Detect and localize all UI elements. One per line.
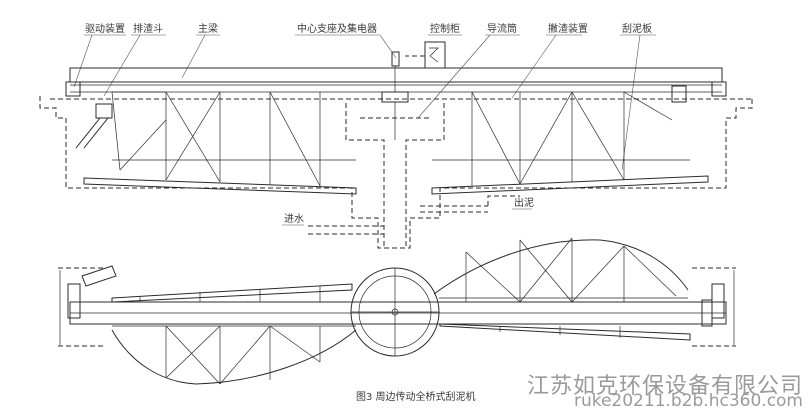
label-drive: 驱动装置	[85, 22, 125, 35]
section-view: 驱动装置 排渣斗 主梁 中心支座及集电器 控制柜 导流筒 撇渣装置 刮泥板	[39, 22, 753, 249]
label-inlet: 进水	[284, 213, 304, 225]
label-guide-cylinder: 导流筒	[487, 22, 517, 35]
label-control-cabinet: 控制柜	[430, 22, 460, 35]
label-scum-hopper: 排渣斗	[133, 22, 163, 35]
label-sludge-outlet: 出泥	[514, 196, 534, 209]
figure-caption: 图3 周边传动全桥式刮泥机	[356, 390, 476, 403]
plan-view: 图3 周边传动全桥式刮泥机	[58, 237, 736, 403]
watermark-company: 江苏如克环保设备有限公司	[526, 374, 803, 399]
label-skimmer: 撇渣装置	[548, 22, 588, 35]
label-scraper-blade: 刮泥板	[622, 22, 652, 35]
label-main-beam: 主梁	[198, 22, 218, 35]
watermark-url: ruke20211.b2b.hc360.com	[573, 391, 803, 411]
label-center-support: 中心支座及集电器	[297, 22, 377, 35]
